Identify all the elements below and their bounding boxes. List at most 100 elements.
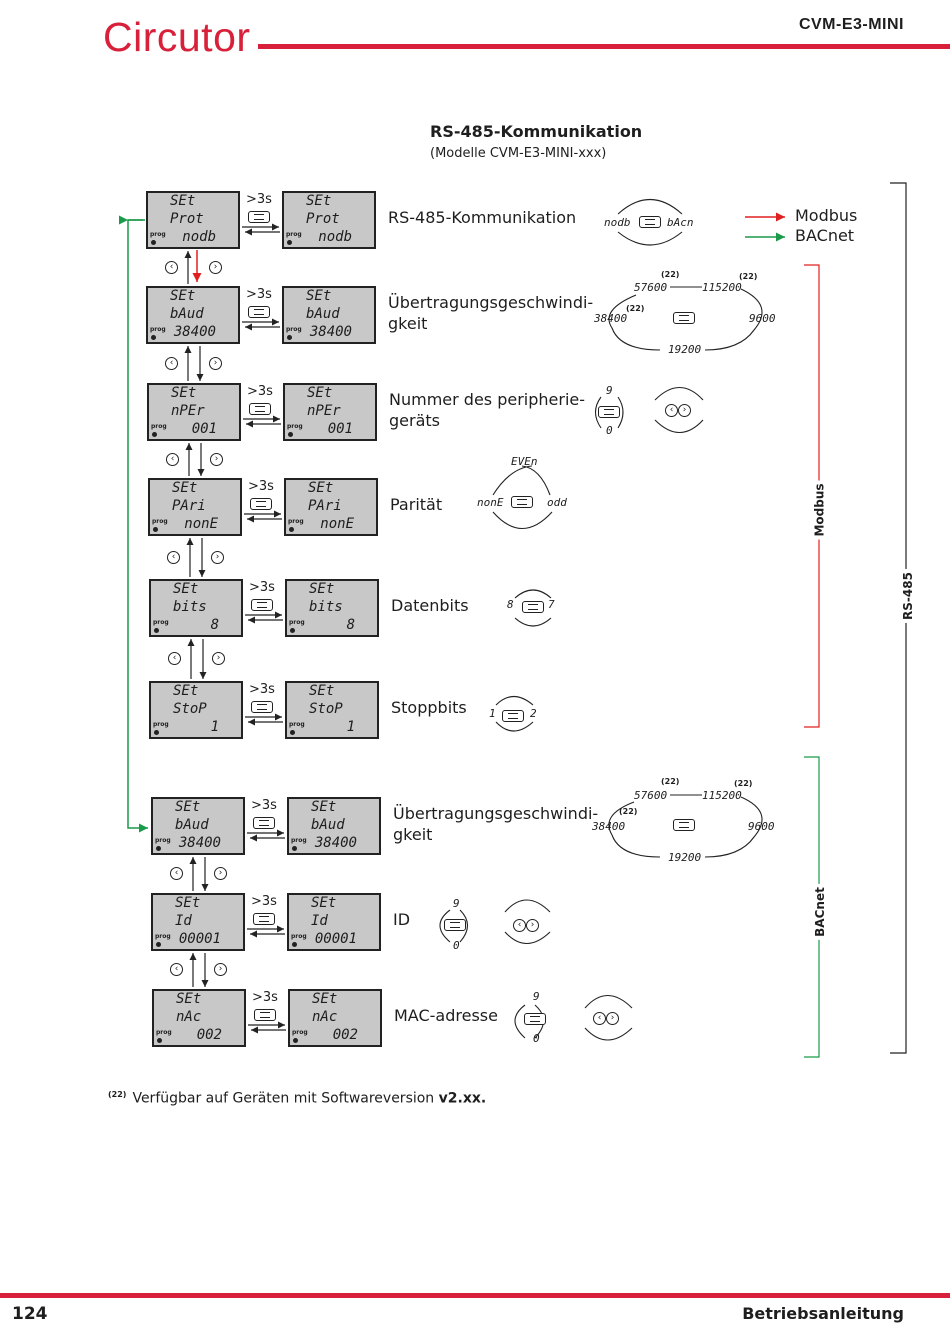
left-button-icon: ‹ xyxy=(593,1012,606,1025)
prog-label: prog xyxy=(287,423,303,430)
lcd-line-1: SEt xyxy=(306,193,332,209)
lcd-line-1: SEt xyxy=(175,895,201,911)
range-min: 0 xyxy=(606,424,613,437)
baud-option-38400: 38400 xyxy=(594,312,628,325)
baud-option-19200: 19200 xyxy=(668,343,702,356)
lcd-line-3: 38400 xyxy=(309,324,352,340)
footnote: (22)Verfügbar auf Geräten mit Softwareve… xyxy=(108,1090,486,1107)
menu-button-icon xyxy=(522,601,544,613)
baud-option-57600: 57600 xyxy=(634,789,668,802)
prog-key-icon xyxy=(151,335,156,340)
lcd-line-1: SEt xyxy=(311,895,337,911)
lcd-line-1: SEt xyxy=(171,385,197,401)
prog-label: prog xyxy=(286,231,302,238)
bracket-label-rs485: RS-485 xyxy=(900,569,915,623)
parameter-label: Übertragungsgeschwindi- gkeit xyxy=(388,293,594,333)
menu-button-icon xyxy=(251,701,273,713)
lcd-line-3: 00001 xyxy=(314,931,357,947)
lcd-line-3: 8 xyxy=(346,617,355,633)
prog-label: prog xyxy=(289,721,305,728)
option-nodb: nodb xyxy=(604,216,631,229)
lcd-line-1: SEt xyxy=(311,799,337,815)
footnote-version: v2.xx. xyxy=(438,1090,487,1107)
right-button-icon: › xyxy=(214,867,227,880)
lcd-line-3: 001 xyxy=(327,421,353,437)
lcd-line-1: SEt xyxy=(170,288,196,304)
menu-button-icon xyxy=(502,710,524,722)
lcd-line-3: 1 xyxy=(346,719,355,735)
circutor-logo: Circutor xyxy=(103,14,251,60)
hold-duration: >3s xyxy=(246,287,272,302)
prog-key-icon xyxy=(154,628,159,633)
parity-option-even: EVEn xyxy=(511,455,538,468)
lcd-line-2: bits xyxy=(309,599,343,615)
manual-title: Betriebsanleitung xyxy=(742,1304,904,1323)
prog-key-icon xyxy=(287,335,292,340)
lcd-line-1: SEt xyxy=(309,581,335,597)
parity-option-odd: odd xyxy=(547,496,567,509)
prog-label: prog xyxy=(153,619,169,626)
baud-option-38400: 38400 xyxy=(592,820,626,833)
left-button-icon: ‹ xyxy=(168,652,181,665)
prog-key-icon xyxy=(290,730,295,735)
lcd-line-2: bAud xyxy=(175,817,209,833)
lcd-line-2: bAud xyxy=(311,817,345,833)
menu-button-icon xyxy=(639,216,661,228)
lcd-line-3: 002 xyxy=(196,1027,222,1043)
bits-option-7: 7 xyxy=(548,598,555,611)
stop-option-2: 2 xyxy=(530,707,537,720)
hold-duration: >3s xyxy=(248,479,274,494)
lcd-line-2: StoP xyxy=(173,701,207,717)
section-title: RS-485-Kommunikation xyxy=(430,122,643,141)
footnote-marker: (22) xyxy=(661,270,680,279)
lcd-line-1: SEt xyxy=(307,385,333,401)
prog-key-icon xyxy=(288,432,293,437)
menu-button-icon xyxy=(254,1009,276,1021)
right-button-icon: › xyxy=(211,550,224,564)
prog-key-icon xyxy=(156,846,161,851)
prog-label: prog xyxy=(291,837,307,844)
menu-button-icon xyxy=(253,913,275,925)
menu-button-icon xyxy=(511,496,533,508)
baud-option-9600: 9600 xyxy=(749,312,776,325)
left-button-icon: ‹ xyxy=(167,550,180,564)
hold-duration: >3s xyxy=(249,682,275,697)
lcd-line-2: nAc xyxy=(312,1009,338,1025)
baud-option-115200: 115200 xyxy=(702,281,742,294)
left-button-icon: ‹ xyxy=(665,404,678,417)
footnote-marker: (22) xyxy=(619,807,638,816)
lcd-line-1: SEt xyxy=(308,480,334,496)
left-button-icon: ‹ xyxy=(513,919,526,932)
footnote-marker: (22) xyxy=(739,272,758,281)
lcd-line-1: SEt xyxy=(176,991,202,1007)
lcd-line-3: nonE xyxy=(320,516,354,532)
hold-duration: >3s xyxy=(252,990,278,1005)
right-button-icon: › xyxy=(209,260,222,274)
footnote-marker: (22) xyxy=(626,304,645,313)
prog-label: prog xyxy=(152,518,168,525)
menu-button-icon xyxy=(248,306,270,318)
prog-key-icon xyxy=(153,527,158,532)
lcd-line-1: SEt xyxy=(306,288,332,304)
bracket-label-modbus: Modbus xyxy=(812,480,827,540)
parity-option-none: nonE xyxy=(477,496,504,509)
prog-key-icon xyxy=(156,942,161,947)
lcd-line-3: 38400 xyxy=(173,324,216,340)
option-bacn: bAcn xyxy=(667,216,694,229)
prog-label: prog xyxy=(150,326,166,333)
menu-button-icon xyxy=(253,817,275,829)
prog-key-icon xyxy=(287,240,292,245)
prog-label: prog xyxy=(150,231,166,238)
prog-key-icon xyxy=(292,846,297,851)
prog-label: prog xyxy=(155,837,171,844)
right-button-icon: › xyxy=(210,452,223,466)
footnote-marker: (22) xyxy=(661,777,680,786)
lcd-line-3: 38400 xyxy=(314,835,357,851)
lcd-line-2: Id xyxy=(311,913,328,929)
prog-key-icon xyxy=(154,730,159,735)
